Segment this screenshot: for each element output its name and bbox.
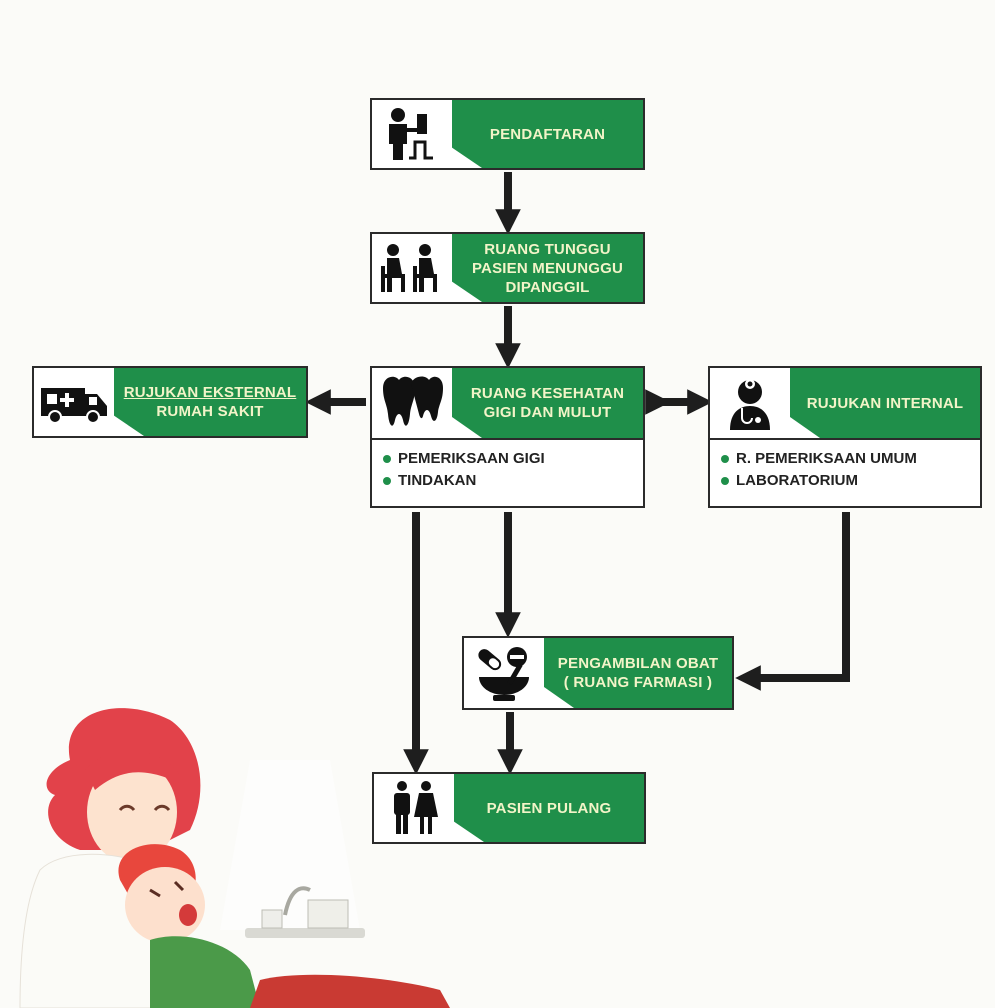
list-item: LABORATORIUM [721, 470, 980, 492]
ruang-tunggu-line-1: RUANG TUNGGU [484, 240, 611, 258]
node-pasien-pulang: PASIEN PULANG [372, 772, 646, 844]
pengambilan-obat-line-1: PENGAMBILAN OBAT [557, 655, 719, 672]
ruang-tunggu-label: RUANG TUNGGU PASIEN MENUNGGU DIPANGGIL [452, 234, 643, 302]
pendaftaran-label: PENDAFTARAN [452, 100, 643, 168]
ruang-kesehatan-list: PEMERIKSAAN GIGI TINDAKAN [372, 438, 643, 506]
pengambilan-obat-line-2: ( RUANG FARMASI ) [563, 674, 713, 691]
list-item: PEMERIKSAAN GIGI [383, 448, 643, 470]
pasien-pulang-label: PASIEN PULANG [454, 774, 644, 842]
list-item: R. PEMERIKSAAN UMUM [721, 448, 980, 470]
man-woman-icon [374, 774, 454, 842]
ambulance-icon [34, 368, 114, 436]
node-pengambilan-obat: PENGAMBILAN OBAT ( RUANG FARMASI ) [462, 636, 734, 710]
medicine-pills-icon [464, 638, 544, 708]
ruang-kesehatan-label: RUANG KESEHATAN GIGI DAN MULUT [452, 368, 643, 438]
pengambilan-obat-label: PENGAMBILAN OBAT ( RUANG FARMASI ) [544, 638, 732, 708]
arrow-internal-to-obat [735, 512, 850, 691]
node-rujukan-eksternal: RUJUKAN EKSTERNAL RUMAH SAKIT [32, 366, 308, 438]
node-pendaftaran: PENDAFTARAN [370, 98, 645, 170]
node-rujukan-internal: RUJUKAN INTERNAL R. PEMERIKSAAN UMUM LAB… [708, 366, 982, 508]
node-ruang-tunggu: RUANG TUNGGU PASIEN MENUNGGU DIPANGGIL [370, 232, 645, 304]
rujukan-internal-label: RUJUKAN INTERNAL [790, 368, 980, 438]
rujukan-eksternal-line-2: RUMAH SAKIT [156, 403, 264, 420]
rujukan-eksternal-label: RUJUKAN EKSTERNAL RUMAH SAKIT [114, 368, 306, 436]
ruang-kesehatan-line-2: GIGI DAN MULUT [483, 404, 612, 421]
ruang-tunggu-line-2: PASIEN MENUNGGU [471, 259, 624, 277]
list-item: TINDAKAN [383, 470, 643, 492]
tooth-icon [372, 368, 452, 438]
node-ruang-kesehatan: RUANG KESEHATAN GIGI DAN MULUT PEMERIKSA… [370, 366, 645, 508]
ruang-tunggu-line-3: DIPANGGIL [505, 278, 590, 296]
waiting-people-icon [372, 234, 452, 302]
ruang-kesehatan-line-1: RUANG KESEHATAN [470, 385, 625, 402]
dentist-illustration [19, 708, 450, 1008]
rujukan-eksternal-line-1: RUJUKAN EKSTERNAL [123, 384, 297, 401]
rujukan-internal-list: R. PEMERIKSAAN UMUM LABORATORIUM [710, 438, 980, 506]
doctor-icon [710, 368, 790, 438]
registration-desk-icon [372, 100, 452, 168]
